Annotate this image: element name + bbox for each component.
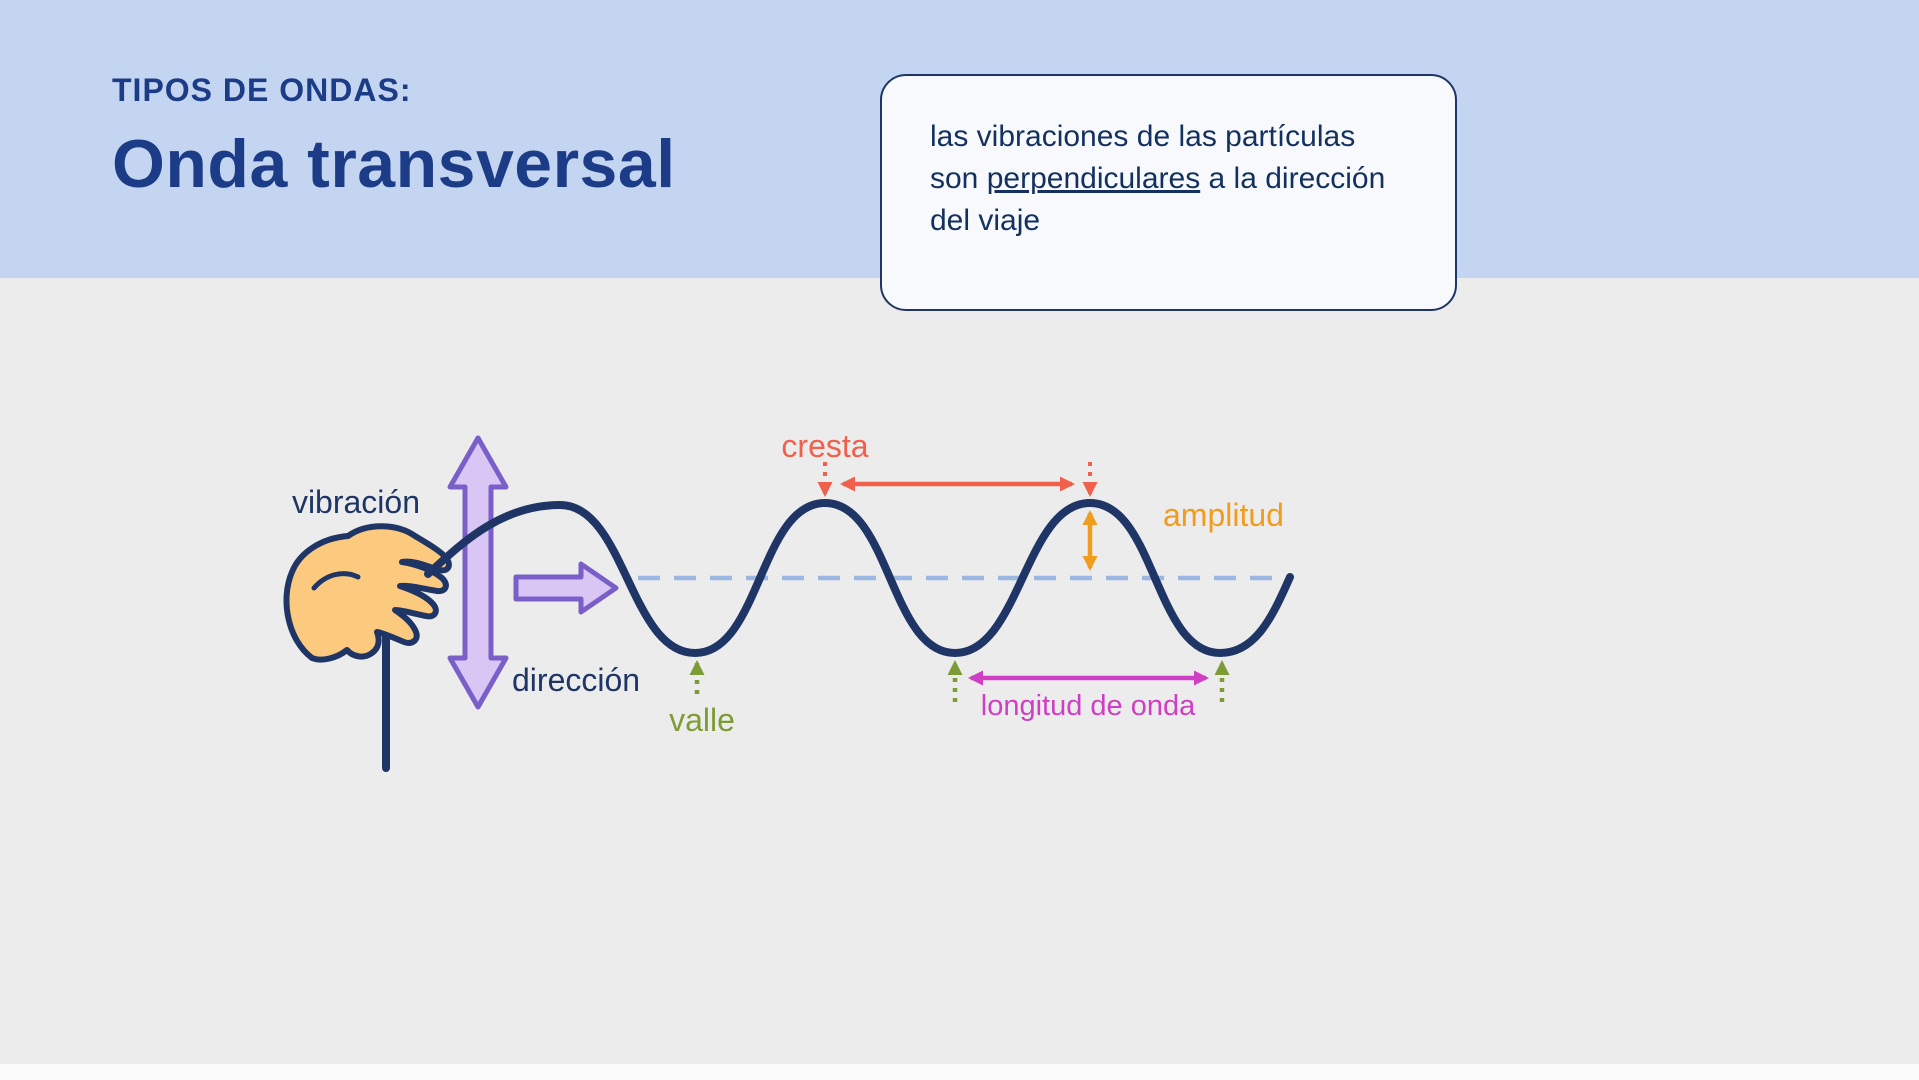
page-title: Onda transversal (112, 126, 676, 202)
note-card: las vibraciones de las partículas son pe… (880, 74, 1457, 311)
bottom-strip (0, 1064, 1919, 1080)
vibration-arrow-icon (447, 435, 509, 710)
hand-illustration (283, 523, 452, 663)
crest-label: cresta (781, 428, 868, 464)
vibration-label: vibración (292, 484, 420, 520)
wavelength-label: longitud de onda (981, 690, 1196, 722)
trough-label: valle (669, 702, 735, 738)
note-text-before: las vibraciones de las partículas son (930, 120, 1356, 195)
note-text-underlined: perpendiculares (986, 162, 1201, 195)
palm-crease (311, 571, 361, 591)
direction-arrow-icon (513, 561, 619, 615)
kicker-text: TIPOS DE ONDAS: (112, 72, 412, 108)
note-text-after: a la dirección del viaje (930, 162, 1386, 237)
amplitude-label: amplitud (1163, 497, 1284, 533)
direction-label: dirección (512, 662, 640, 698)
wave-path (424, 498, 1294, 658)
title-block: TIPOS DE ONDAS: Onda transversal (112, 72, 676, 203)
